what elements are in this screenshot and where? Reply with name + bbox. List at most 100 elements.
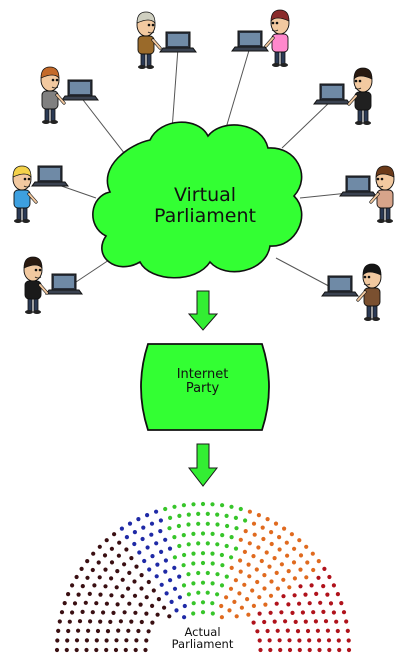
parliament-seat: [279, 562, 284, 567]
parliament-seat: [163, 506, 168, 512]
parliament-seat: [172, 555, 177, 560]
parliament-seat: [200, 600, 206, 605]
parliament-seat: [102, 553, 108, 558]
cloud-label-line1: Virtual: [173, 184, 237, 206]
parliament-seat: [176, 523, 181, 529]
parliament-seat: [172, 565, 177, 571]
parliament-seat: [284, 540, 289, 545]
parliament-seat: [234, 526, 239, 531]
parliament-seat: [274, 601, 279, 606]
parliament-seat: [275, 628, 280, 633]
parliament-seat: [114, 585, 119, 590]
parliament-seat: [219, 552, 224, 558]
parliament-seat: [210, 531, 215, 537]
parliament-seat: [286, 602, 291, 607]
parliament-seat: [117, 540, 122, 545]
parliament-seat: [303, 592, 308, 597]
parliament-seat: [76, 628, 81, 633]
parliament-seat: [263, 602, 268, 607]
parliament-seat: [273, 521, 279, 526]
parliament-seat: [94, 647, 99, 653]
parliament-seat: [317, 647, 322, 653]
cloud-label: Virtual Parliament: [130, 185, 280, 227]
parliament-seat: [151, 588, 156, 593]
parliament-seat: [158, 518, 163, 523]
parliament-seat: [150, 603, 155, 609]
parliament-seat: [257, 611, 262, 616]
parliament-seat: [210, 581, 215, 586]
parliament-seat: [205, 521, 210, 526]
parliament-seat: [268, 593, 274, 598]
parliament-seat: [114, 638, 119, 643]
parliament-seat: [238, 537, 243, 542]
parliament-seat: [66, 592, 71, 597]
parliament-seat: [181, 533, 186, 538]
parliament-seat: [316, 575, 321, 580]
parliament-seat: [116, 628, 121, 633]
parliament-seat: [238, 569, 243, 574]
parliament-label-line1: Actual: [184, 625, 221, 639]
parliament-seat: [297, 538, 302, 543]
parliament-seat: [196, 570, 201, 576]
parliament-seat: [124, 547, 129, 552]
parliament-seat: [210, 601, 215, 606]
laptop-icon: [231, 30, 269, 52]
parliament-seat: [283, 619, 288, 624]
parliament-seat: [118, 619, 123, 624]
parliament-seat: [145, 513, 150, 518]
parliament-seat: [140, 536, 145, 542]
parliament-seat: [287, 647, 293, 653]
parliament-seat: [137, 550, 142, 555]
parliament-seat: [310, 551, 315, 556]
parliament-seat: [172, 504, 177, 509]
parliament-seat: [256, 545, 261, 550]
parliament-seat: [327, 574, 332, 580]
parliament-seat: [136, 517, 141, 522]
parliament-seat: [242, 582, 247, 587]
parliament-seat: [113, 647, 119, 653]
parliament-seat: [215, 522, 220, 527]
parliament-seat: [136, 628, 141, 634]
parliament-seat: [70, 610, 75, 615]
parliament-seat: [146, 579, 151, 585]
parliament-seat: [297, 638, 302, 643]
parliament-seat: [127, 570, 132, 576]
parliament-seat: [172, 535, 177, 540]
parliament-seat: [345, 628, 350, 634]
red-hair-woman-icon: [264, 9, 290, 67]
parliament-seat: [292, 546, 297, 551]
parliament-seat: [103, 567, 108, 572]
parliament-seat: [104, 647, 109, 653]
parliament-seat: [265, 628, 270, 634]
parliament-seat: [196, 521, 201, 526]
parliament-seat: [132, 593, 138, 598]
connector-line: [225, 46, 251, 129]
parliament-seat: [298, 584, 303, 589]
parliament-seat: [267, 564, 272, 569]
parliament-seat: [227, 608, 232, 613]
parliament-seat: [196, 590, 201, 595]
parliament-seat: [101, 610, 106, 615]
parliament-seat: [95, 628, 101, 634]
parliament-seat: [297, 601, 302, 606]
party-label: Internet Party: [150, 367, 255, 397]
parliament-seat: [334, 619, 339, 624]
parliament-seat: [325, 592, 330, 597]
parliament-seat: [70, 583, 75, 588]
parliament-seat: [142, 558, 147, 564]
parliament-seat: [129, 619, 134, 624]
parliament-seat: [177, 543, 182, 549]
parliament-seat: [133, 610, 138, 615]
parliament-seat: [331, 610, 336, 615]
parliament-seat: [132, 579, 137, 584]
parliament-seat: [268, 647, 273, 653]
parliament-seat: [98, 592, 103, 597]
biker-man-icon: [347, 67, 373, 125]
parliament-seat: [65, 638, 70, 643]
parliament-seat: [126, 628, 131, 633]
parliament-seat: [79, 566, 84, 572]
parliament-seat: [191, 581, 196, 586]
parliament-seat: [256, 513, 261, 518]
parliament-seat: [76, 592, 81, 597]
laptop-icon: [313, 83, 351, 105]
